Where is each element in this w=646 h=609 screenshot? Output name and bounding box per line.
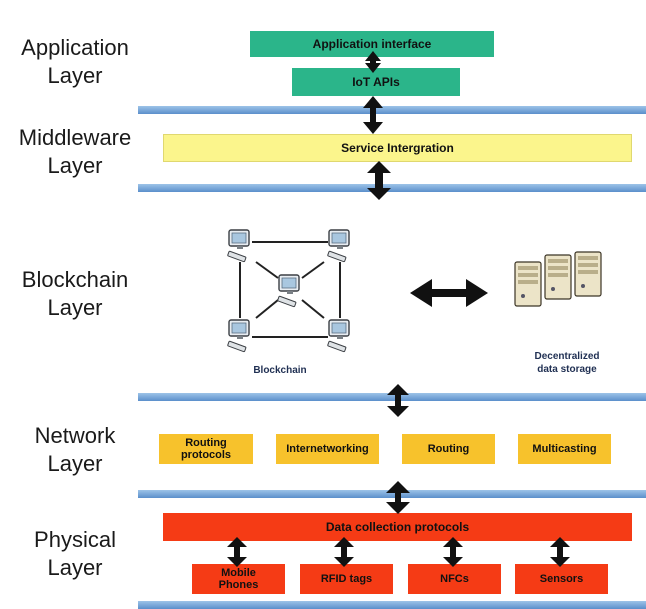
separator-2 bbox=[138, 184, 646, 192]
separator-1 bbox=[138, 106, 646, 114]
arrow-blockchain-storage bbox=[410, 279, 488, 307]
network-item-routing-protocols: Routing protocols bbox=[159, 434, 253, 464]
separator-3 bbox=[138, 393, 646, 401]
arrow-device-sensors bbox=[550, 537, 570, 567]
arrow-blockchain-network bbox=[387, 384, 409, 417]
separator-5 bbox=[138, 601, 646, 609]
service-integration-box: Service Intergration bbox=[163, 134, 632, 162]
arrow-device-rfid bbox=[334, 537, 354, 567]
device-mobile-phones: Mobile Phones bbox=[192, 564, 285, 594]
storage-server-icon bbox=[514, 251, 602, 307]
arrow-apis-middleware bbox=[363, 96, 383, 134]
device-nfcs: NFCs bbox=[408, 564, 501, 594]
middleware-layer-label: Middleware Layer bbox=[18, 125, 132, 178]
network-item-internetworking: Internetworking bbox=[276, 434, 379, 464]
application-layer-label: Application Layer bbox=[21, 35, 129, 88]
device-sensors: Sensors bbox=[515, 564, 608, 594]
blockchain-network-icon bbox=[226, 229, 350, 353]
data-collection-protocols-box: Data collection protocols bbox=[163, 513, 632, 541]
arrow-device-nfc bbox=[443, 537, 463, 567]
network-layer-label: Network Layer bbox=[34, 423, 116, 476]
storage-caption: Decentralized data storage bbox=[534, 351, 600, 375]
network-item-multicasting: Multicasting bbox=[518, 434, 611, 464]
arrow-device-mobile bbox=[227, 537, 247, 567]
arrow-application-apis bbox=[365, 51, 381, 73]
blockchain-caption: Blockchain bbox=[253, 365, 307, 376]
physical-layer-label: Physical Layer bbox=[34, 527, 116, 580]
arrow-middleware-blockchain bbox=[367, 161, 391, 200]
network-item-routing: Routing bbox=[402, 434, 495, 464]
separator-4 bbox=[138, 490, 646, 498]
arrow-network-physical bbox=[386, 481, 410, 514]
iot-apis-box: IoT APIs bbox=[292, 68, 460, 96]
device-rfid-tags: RFID tags bbox=[300, 564, 393, 594]
blockchain-layer-label: Blockchain Layer bbox=[21, 267, 129, 320]
